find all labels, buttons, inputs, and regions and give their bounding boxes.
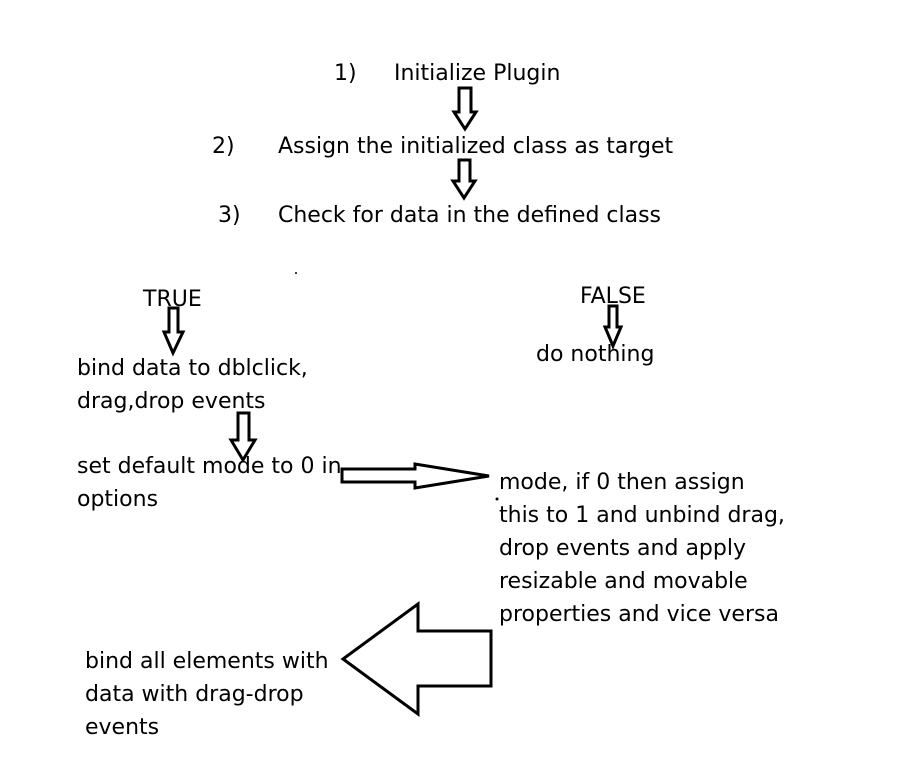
- down-arrow-false: [602, 304, 624, 350]
- left-arrow-mode-bindall: [340, 601, 493, 717]
- stray-dot: [495, 497, 499, 501]
- down-arrow-true: [161, 306, 186, 357]
- step-1-number: 1): [334, 61, 357, 86]
- step-1-text: Initialize Plugin: [394, 61, 561, 86]
- step-3-number: 3): [218, 203, 241, 228]
- set-default-mode-text: set default mode to 0 in options: [77, 454, 342, 512]
- down-arrow-step2-step3: [450, 158, 478, 201]
- true-branch-label: TRUE: [143, 287, 202, 312]
- down-arrow-step1-step2: [451, 86, 479, 132]
- false-branch-label: FALSE: [580, 284, 646, 309]
- step-3-text: Check for data in the defined class: [278, 203, 662, 228]
- step-2-text: Assign the initialized class as target: [278, 134, 674, 159]
- false-action-text: do nothing: [536, 342, 655, 367]
- step-2-number: 2): [212, 134, 235, 159]
- down-arrow-bind-setdefault: [228, 411, 258, 463]
- mode-toggle-text: mode, if 0 then assign this to 1 and unb…: [499, 470, 785, 627]
- bind-events-text: bind data to dblclick, drag,drop events: [77, 356, 308, 414]
- stray-dot: [295, 272, 297, 274]
- bind-all-elements-text: bind all elements with data with drag-dr…: [85, 649, 329, 740]
- right-arrow-setdefault-mode: [340, 462, 490, 490]
